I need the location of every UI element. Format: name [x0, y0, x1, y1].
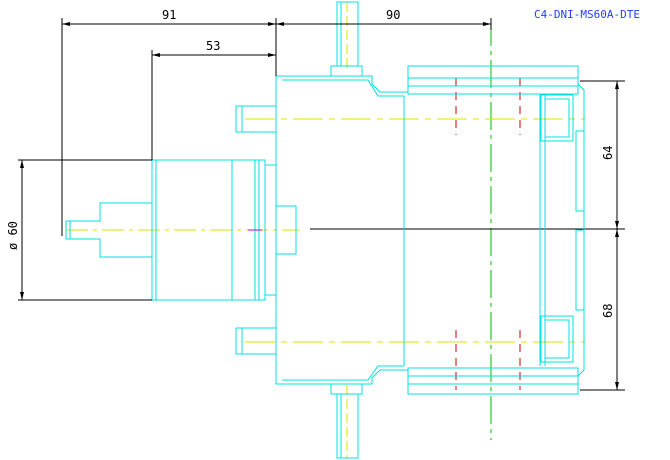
dimension-lines — [18, 18, 625, 391]
drawing-code: C4-DNI-MS60A-DTE — [534, 8, 640, 21]
dim-label-overall-right: 90 — [386, 8, 400, 22]
lower-right-block — [540, 315, 574, 363]
dim-label-inner-left: 53 — [206, 39, 220, 53]
hidden-lines — [455, 78, 521, 390]
upper-right-block — [540, 94, 574, 142]
main-body — [275, 65, 585, 395]
centerlines — [66, 2, 620, 458]
dim-label-overall-left: 91 — [162, 8, 176, 22]
dim-label-lower-half: 68 — [601, 304, 615, 318]
dim-label-upper-half: 64 — [601, 146, 615, 160]
dimension-arrowheads — [20, 22, 619, 390]
dim-label-diameter: ø 60 — [6, 221, 20, 250]
